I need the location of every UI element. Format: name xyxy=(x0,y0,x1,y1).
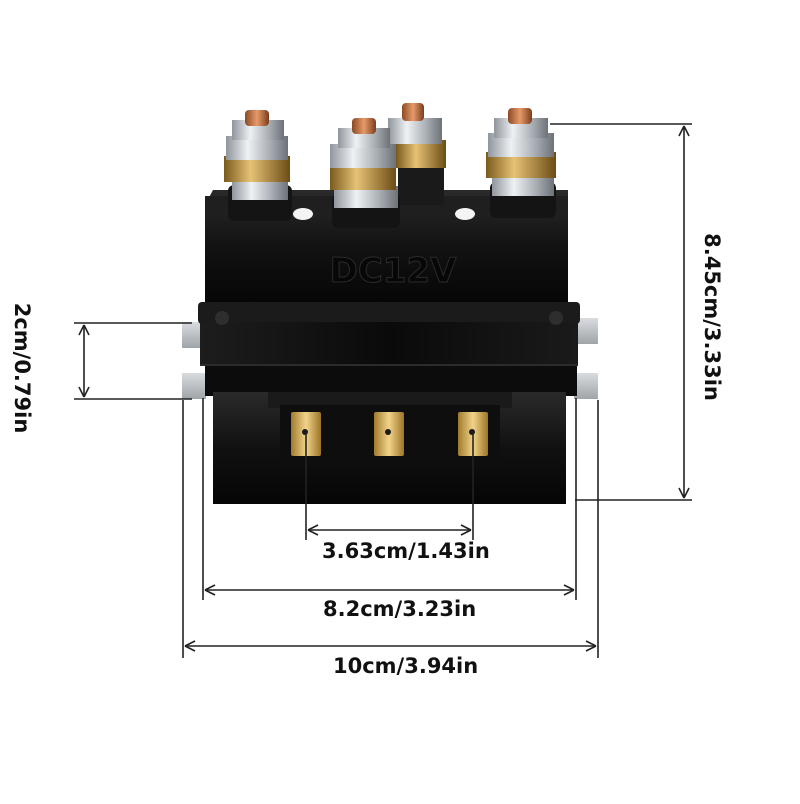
terminal-posts xyxy=(224,103,556,228)
pin-spacing-dimension-label: 3.63cm/1.43in xyxy=(322,539,490,563)
pin-center xyxy=(374,412,404,456)
body-width-dimension-label: 8.2cm/3.23in xyxy=(323,597,477,621)
terminal-post-front-left xyxy=(224,110,292,221)
tab-spacing-dimension-label: 2cm/0.79in xyxy=(10,302,34,434)
middle-flange xyxy=(198,302,580,396)
terminal-post-front-center xyxy=(330,118,400,228)
control-pins xyxy=(291,412,488,456)
overall-width-dimension-label: 10cm/3.94in xyxy=(333,654,479,678)
terminal-post-front-right xyxy=(486,108,556,218)
terminal-post-rear xyxy=(388,103,446,205)
dimension-lines xyxy=(74,123,692,658)
height-dimension-label: 8.45cm/3.33in xyxy=(700,233,724,401)
housing-marking: DC12V xyxy=(330,251,457,291)
